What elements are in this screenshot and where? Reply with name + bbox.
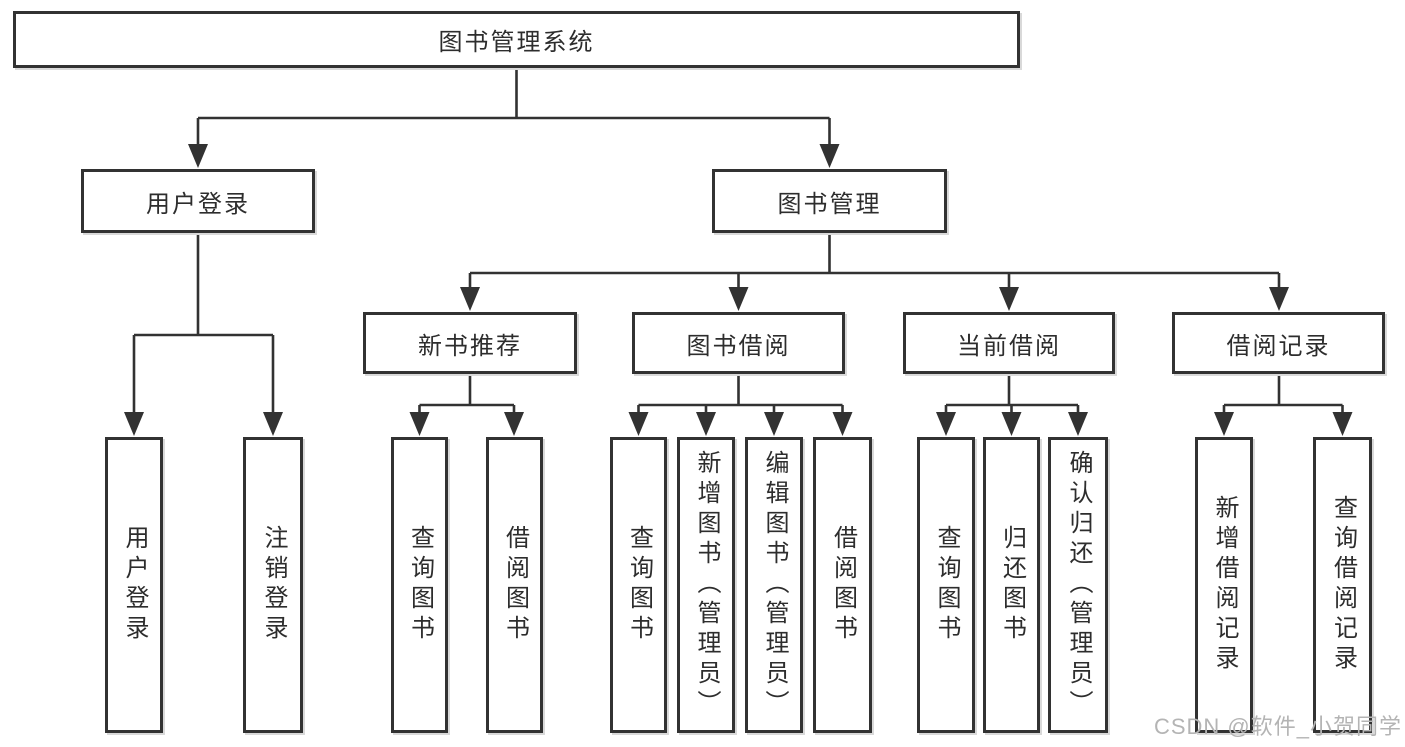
arrowhead-icon: [1214, 412, 1234, 436]
node-label: 图书借阅: [686, 332, 791, 360]
leaf-edit-book-admin: 编辑图书（管理员）: [745, 437, 803, 733]
node-label: 借阅图书: [501, 525, 529, 645]
arrowhead-icon: [263, 412, 283, 436]
connector-segments: [132, 68, 1344, 414]
leaf-confirm-return-admin: 确认归还（管理员）: [1048, 437, 1108, 733]
node-label: 新书推荐: [418, 332, 522, 360]
node-label: 查询图书: [625, 525, 653, 645]
arrowhead-icon: [628, 412, 649, 436]
arrowhead-icon: [999, 287, 1019, 311]
arrowhead-icon: [696, 412, 716, 436]
leaf-query-books: 查询图书: [391, 437, 448, 733]
node-label: 用户登录: [146, 190, 250, 218]
connector-root-to-level2: [196, 68, 831, 146]
node-label: 归还图书: [998, 525, 1026, 645]
arrowheads: [124, 144, 1353, 436]
node-label: 查询图书: [933, 525, 960, 645]
node-book-borrow: 图书借阅: [632, 312, 845, 374]
arrowhead-icon: [409, 412, 430, 436]
node-label: 新增借阅记录: [1211, 495, 1238, 675]
arrowhead-icon: [819, 144, 840, 168]
arrowhead-icon: [188, 144, 208, 168]
connector-book-mgmt-to-level3: [468, 233, 1281, 289]
arrowhead-icon: [1332, 412, 1353, 436]
connector-book-borrow-to-leaves: [637, 374, 844, 414]
node-label: 借阅图书: [829, 525, 857, 645]
node-label: 查询图书: [406, 525, 434, 645]
arrowhead-icon: [460, 287, 480, 311]
node-label: 图书管理系统: [438, 29, 595, 56]
leaf-borrow-books: 借阅图书: [486, 437, 543, 733]
node-label: 当前借阅: [957, 332, 1061, 360]
node-label: 确认归还（管理员）: [1065, 450, 1092, 720]
node-label: 用户登录: [121, 525, 148, 645]
node-user-login: 用户登录: [81, 169, 315, 233]
connector-borrow-records-to-leaves: [1222, 374, 1344, 414]
node-label: 注销登录: [260, 525, 287, 645]
node-label: 新增图书（管理员）: [693, 450, 720, 720]
leaf-return-book: 归还图书: [983, 437, 1040, 733]
arrowhead-icon: [1068, 412, 1088, 436]
arrowhead-icon: [832, 412, 853, 436]
node-label: 编辑图书（管理员）: [761, 450, 788, 720]
leaf-add-book-admin: 新增图书（管理员）: [677, 437, 735, 733]
node-borrow-records: 借阅记录: [1172, 312, 1385, 374]
leaf-query-books-3: 查询图书: [917, 437, 975, 733]
node-label: 图书管理: [777, 190, 882, 218]
leaf-logout: 注销登录: [243, 437, 303, 733]
arrowhead-icon: [936, 412, 956, 436]
arrowhead-icon: [764, 412, 784, 436]
csdn-watermark: CSDN @软件_小贺同学: [1153, 714, 1402, 739]
node-new-book-recommend: 新书推荐: [363, 312, 577, 374]
node-label: 查询借阅记录: [1329, 495, 1357, 675]
leaf-borrow-books-2: 借阅图书: [813, 437, 872, 733]
node-label: 借阅记录: [1226, 332, 1331, 360]
arrowhead-icon: [728, 287, 749, 311]
leaf-query-borrow-record: 查询借阅记录: [1313, 437, 1372, 733]
connector-user-login-to-leaves: [132, 233, 275, 414]
node-library-system-root: 图书管理系统: [13, 11, 1020, 68]
arrowhead-icon: [1001, 412, 1022, 436]
leaf-query-books-2: 查询图书: [610, 437, 667, 733]
node-book-management: 图书管理: [712, 169, 947, 233]
arrowhead-icon: [1269, 287, 1289, 311]
leaf-add-borrow-record: 新增借阅记录: [1195, 437, 1253, 733]
connector-current-borrow-to-leaves: [944, 374, 1080, 414]
arrowhead-icon: [504, 412, 524, 436]
arrowhead-icon: [124, 412, 144, 436]
node-current-borrow: 当前借阅: [903, 312, 1115, 374]
connector-new-book-to-leaves: [418, 374, 516, 414]
leaf-user-login: 用户登录: [105, 437, 163, 733]
